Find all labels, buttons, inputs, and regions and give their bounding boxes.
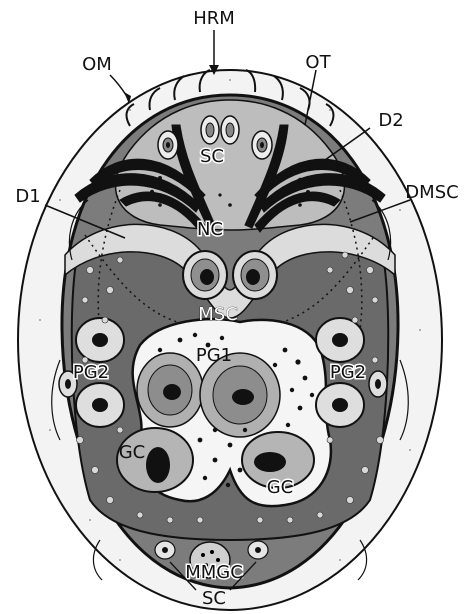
label-pg2-left: PG2: [73, 362, 109, 383]
label-om: OM: [82, 54, 112, 75]
label-mmgc: MMGC: [185, 562, 243, 583]
label-hrm: HRM: [193, 8, 235, 29]
label-gc-right: GC: [267, 477, 294, 498]
label-nc: NC: [197, 219, 223, 240]
label-d1: D1: [15, 186, 40, 207]
label-pg1: PG1: [196, 345, 232, 366]
label-d2: D2: [378, 110, 403, 131]
label-sc-top: SC: [200, 146, 224, 167]
label-sc-bottom: SC: [202, 588, 226, 609]
label-pg2-right: PG2: [330, 362, 366, 383]
label-gc-left: GC: [119, 442, 146, 463]
label-dmsc: DMSC: [405, 182, 458, 203]
label-ot: OT: [305, 52, 331, 73]
label-msc: MSC: [198, 304, 238, 325]
